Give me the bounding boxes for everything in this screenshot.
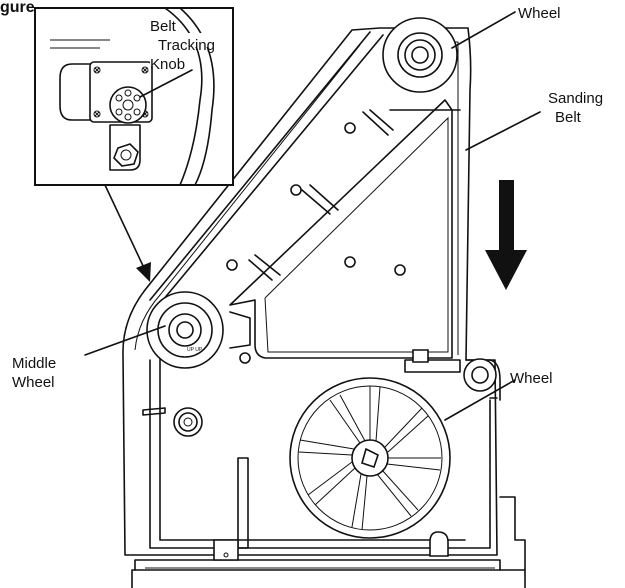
label-middle-wheel-line1: Middle: [12, 355, 56, 372]
leader-lines: [84, 11, 541, 421]
right-pivot: [463, 358, 497, 392]
middle-wheel: UP UP: [146, 291, 251, 369]
label-knob-line1: Belt: [150, 18, 177, 35]
belt-direction-arrow: [485, 180, 527, 290]
wheel-marking: UP UP: [187, 347, 203, 353]
figure-heading: gure: [0, 0, 35, 16]
label-middle-wheel-line2: Wheel: [12, 374, 55, 391]
label-sanding-belt-line2: Belt: [555, 109, 582, 126]
label-knob-line3: Knob: [150, 56, 185, 73]
label-top-wheel: Wheel: [518, 5, 561, 22]
label-sanding-belt-line1: Sanding: [548, 90, 603, 107]
top-wheel: [382, 17, 458, 93]
lower-wheel: [289, 377, 451, 539]
lower-left-knob: [173, 407, 203, 437]
label-knob-line2: Tracking: [158, 37, 215, 54]
machine-base: [131, 496, 526, 588]
label-lower-wheel: Wheel: [510, 370, 553, 387]
labels: Wheel Sanding Belt Middle Wheel Wheel Be…: [12, 5, 603, 391]
